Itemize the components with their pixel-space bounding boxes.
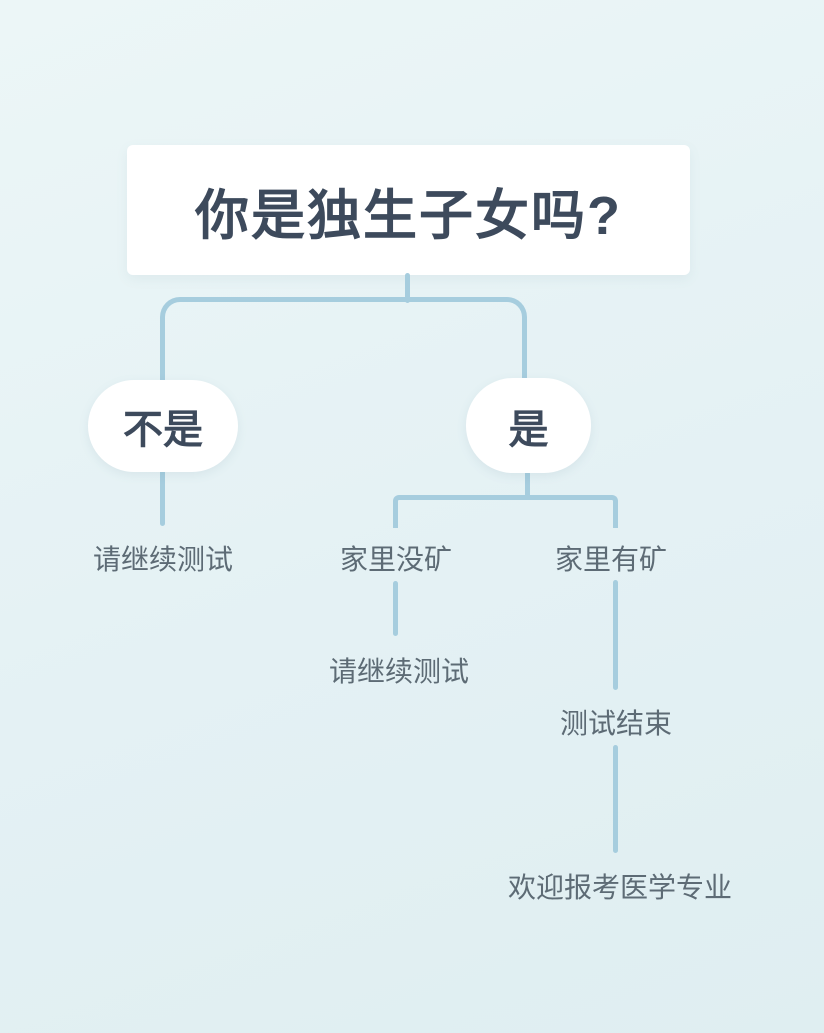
node-no: 不是 xyxy=(88,380,238,472)
connector-yes-branch xyxy=(393,495,618,528)
label-final: 欢迎报考医学专业 xyxy=(507,872,733,903)
node-yes-label: 是 xyxy=(508,407,549,452)
node-no-label: 不是 xyxy=(123,408,203,452)
connector-no-mine-to-result xyxy=(393,581,398,636)
connector-root-stub xyxy=(405,273,410,303)
connector-root-branch xyxy=(160,297,527,382)
connector-yes-stub xyxy=(525,471,530,499)
label-no-mine: 家里没矿 xyxy=(339,544,453,575)
root-question-text: 你是独生子女吗? xyxy=(195,185,622,246)
node-yes: 是 xyxy=(466,378,591,473)
label-no-result: 请继续测试 xyxy=(92,544,234,575)
root-question-box: 你是独生子女吗? xyxy=(127,145,690,275)
label-has-mine: 家里有矿 xyxy=(554,544,668,575)
label-has-mine-result: 测试结束 xyxy=(559,708,673,739)
connector-result-to-final xyxy=(613,745,618,853)
connector-has-mine-to-result xyxy=(613,580,618,690)
label-no-mine-result: 请继续测试 xyxy=(328,656,470,687)
connector-no-to-result xyxy=(160,470,165,526)
